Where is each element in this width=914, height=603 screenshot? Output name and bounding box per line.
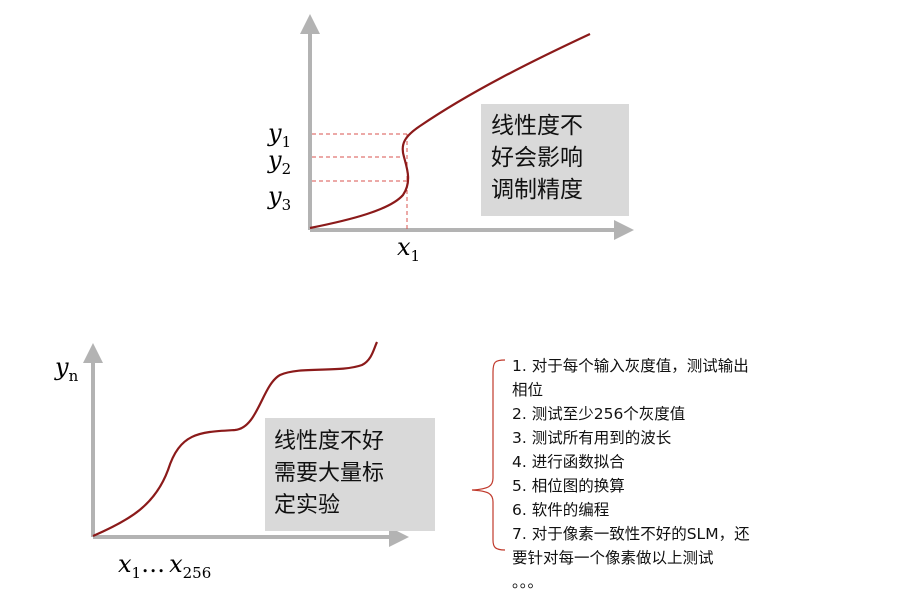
list-item: 7. 对于像素一致性不好的SLM，还 [512, 525, 750, 543]
label-y3: y3 [267, 182, 291, 214]
label-x1: x1 [397, 233, 420, 265]
top-callout-line: 好会影响 [491, 145, 583, 171]
top-callout-box: 线性度不 好会影响 调制精度 [481, 104, 629, 216]
bottom-callout-box: 线性度不好 需要大量标 定实验 [265, 418, 435, 531]
label-y2: y2 [267, 146, 291, 178]
list-item: 5. 相位图的换算 [512, 477, 625, 495]
top-x-axis-arrow [614, 220, 634, 240]
top-response-curve [309, 33, 591, 230]
bottom-callout-line: 需要大量标 [274, 461, 385, 486]
bottom-x-axis-arrow [389, 527, 409, 547]
top-callout-line: 线性度不 [491, 113, 583, 139]
top-callout-line: 调制精度 [491, 177, 583, 203]
label-yn: yn [54, 353, 79, 385]
list-item: 要针对每一个像素做以上测试 [512, 549, 714, 567]
bottom-callout-line: 定实验 [274, 493, 341, 518]
calibration-steps-list: 1. 对于每个输入灰度值，测试输出 相位 2. 测试至少256个灰度值 3. 测… [512, 354, 842, 594]
bottom-response-curve [92, 341, 378, 538]
label-y1: y1 [267, 119, 291, 151]
list-item: 1. 对于每个输入灰度值，测试输出 [512, 357, 749, 375]
list-item: 6. 软件的编程 [512, 501, 610, 519]
top-y-axis-arrow [300, 14, 320, 34]
list-item: 2. 测试至少256个灰度值 [512, 405, 686, 423]
bottom-callout-line: 线性度不好 [274, 429, 385, 454]
bottom-diagram: yn x1…x256 [54, 341, 506, 582]
list-item: 4. 进行函数拟合 [512, 453, 625, 471]
top-diagram: y1 y2 y3 x1 [267, 14, 634, 265]
list-item: 3. 测试所有用到的波长 [512, 429, 672, 447]
list-item: 。。。 [512, 573, 544, 591]
list-brace [471, 359, 506, 551]
label-x-range: x1…x256 [118, 550, 211, 582]
list-item: 相位 [512, 381, 544, 399]
bottom-y-axis-arrow [83, 343, 103, 363]
